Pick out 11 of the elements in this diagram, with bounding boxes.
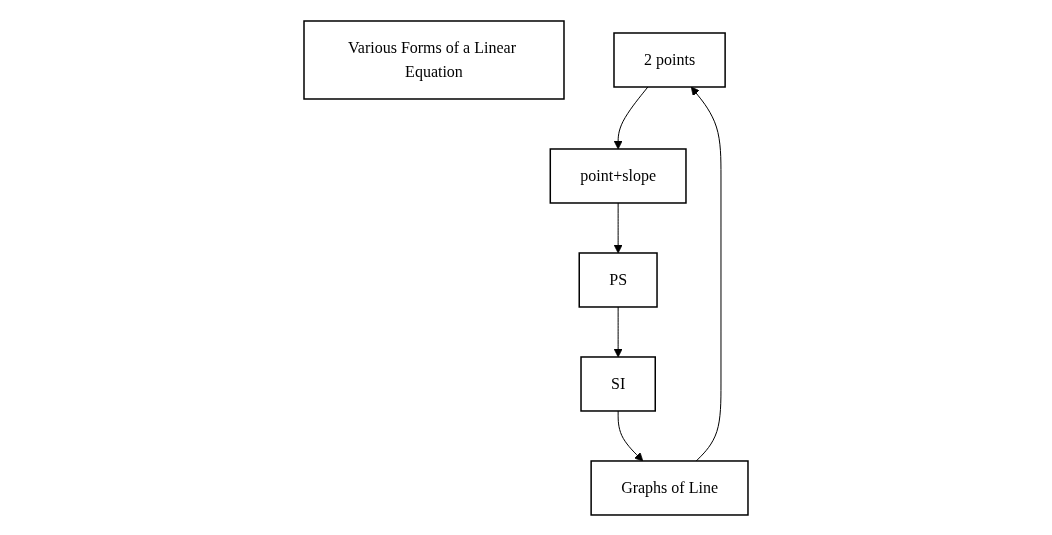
arrow (617, 410, 644, 461)
node-box: PS (578, 251, 658, 308)
node-box: point+slope (549, 147, 687, 204)
node-box: SI (580, 355, 656, 412)
arrow (690, 86, 722, 461)
node-box: Various Forms of a Linear Equation (303, 19, 565, 100)
arrow (613, 306, 623, 357)
node-box: Graphs of Line (590, 459, 749, 516)
node-box: 2 points (613, 31, 726, 88)
arrow (613, 86, 649, 149)
arrow (613, 202, 623, 253)
